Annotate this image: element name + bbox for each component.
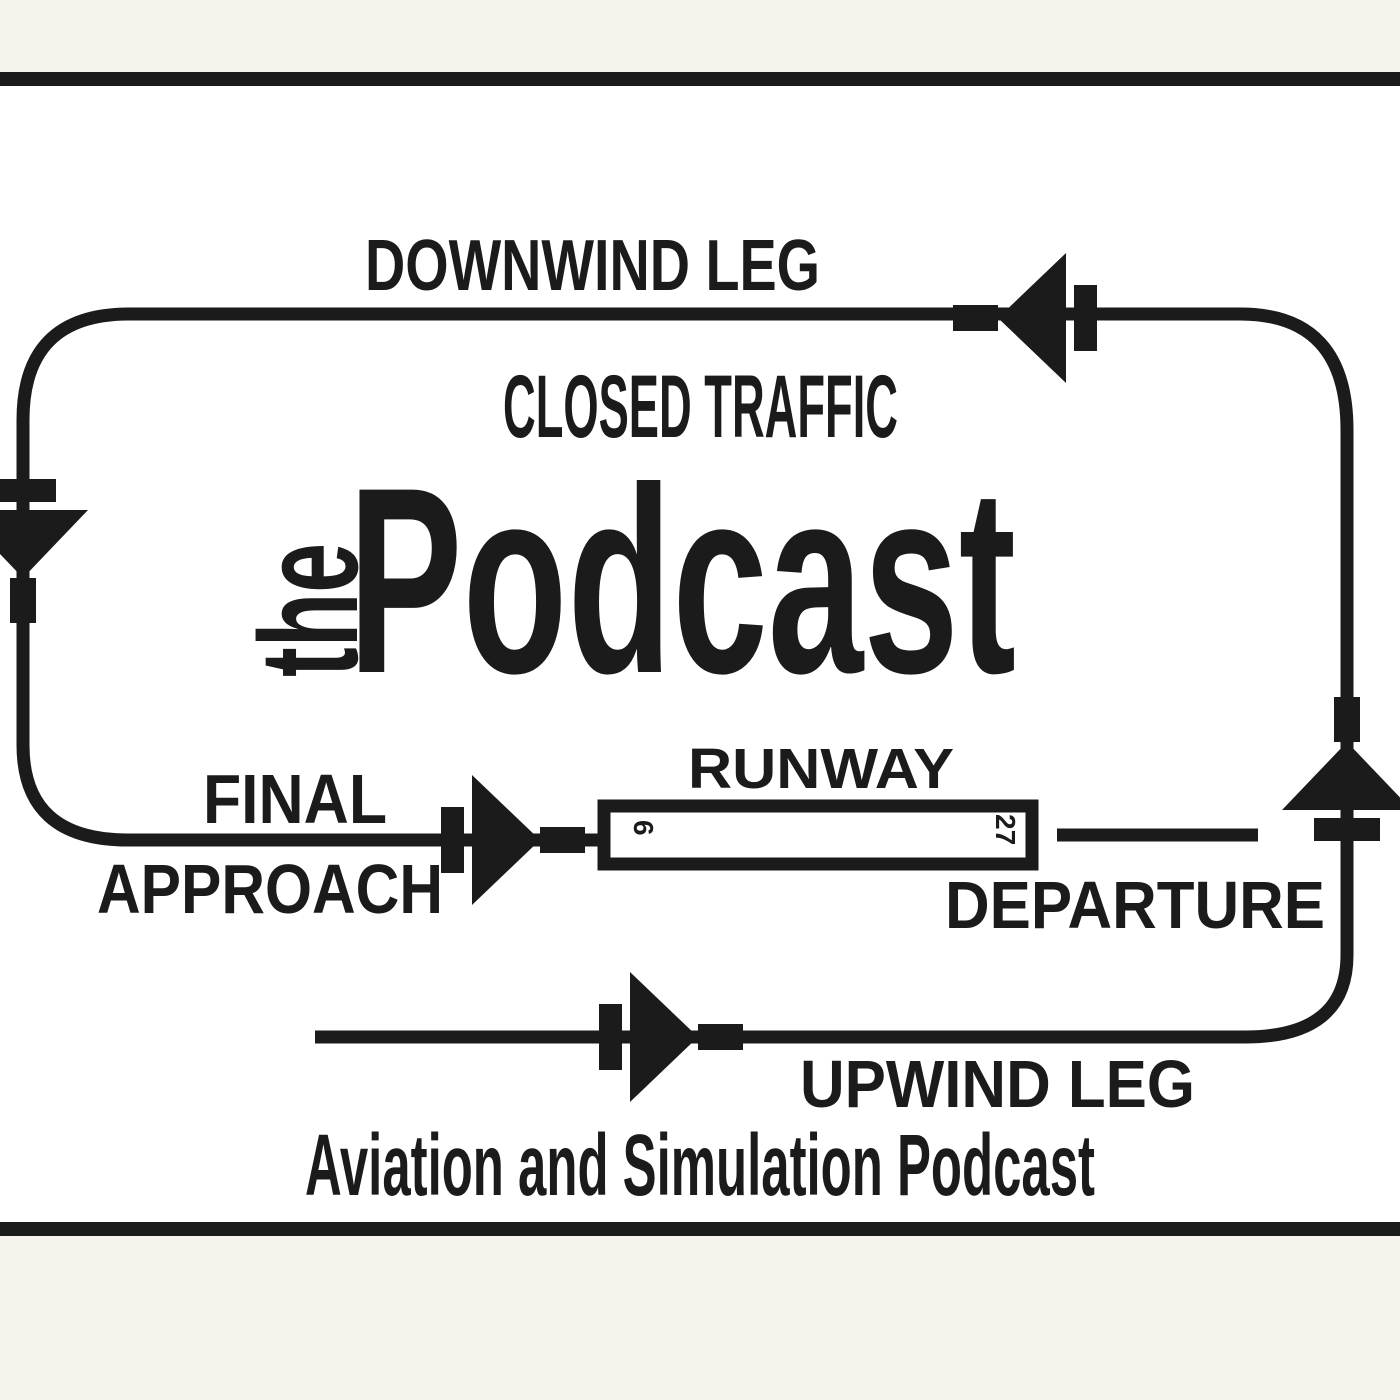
- downwind-leg-label: DOWNWIND LEG: [365, 226, 820, 306]
- runway-box: [597, 799, 1039, 871]
- tagline: Aviation and Simulation Podcast: [305, 1117, 1095, 1214]
- traffic-pattern-diagram: 6 27: [0, 253, 1400, 1102]
- runway-number-left: 6: [628, 820, 659, 836]
- approach-label: APPROACH: [97, 850, 443, 928]
- pattern-labels: DOWNWIND LEG FINAL APPROACH RUNWAY DEPAR…: [97, 226, 1325, 1122]
- title-lockup: CLOSED TRAFFIC the Podcast Aviation and …: [230, 356, 1095, 1214]
- departure-label: DEPARTURE: [945, 868, 1325, 943]
- series-title: CLOSED TRAFFIC: [503, 356, 898, 456]
- title-prefix-the: the: [230, 543, 387, 677]
- top-border-line: [0, 72, 1400, 86]
- runway-number-right: 27: [990, 814, 1021, 845]
- title-main-podcast: Podcast: [348, 433, 1016, 729]
- final-label: FINAL: [203, 760, 387, 838]
- upwind-leg-label: UPWIND LEG: [800, 1047, 1195, 1122]
- pattern-loop-line: [16, 307, 1354, 1044]
- runway-label: RUNWAY: [688, 737, 954, 801]
- bottom-border-line: [0, 1222, 1400, 1236]
